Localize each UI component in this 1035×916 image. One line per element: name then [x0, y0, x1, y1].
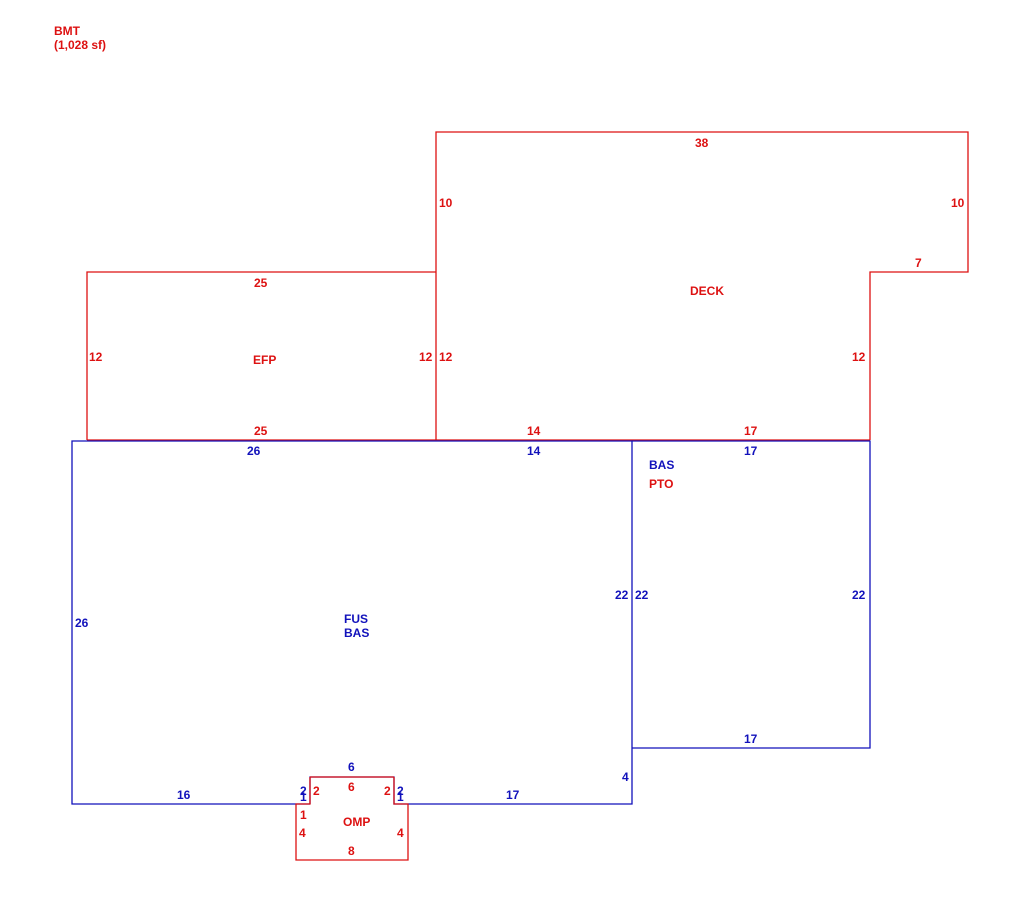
- dim-bas-bottom-left: 16: [177, 788, 191, 802]
- dim-omp-r2: 2: [384, 784, 391, 798]
- area-label-deck: DECK: [690, 284, 724, 298]
- dim-deck-step: 7: [915, 256, 922, 270]
- deck-outline: [435, 131, 969, 440]
- dim-bas-notch-top: 6: [348, 760, 355, 774]
- dim-deck-right: 10: [951, 196, 965, 210]
- area-label-omp: OMP: [343, 815, 370, 829]
- dim-deck-inner-right: 12: [852, 350, 866, 364]
- dim-omp-right: 4: [397, 826, 404, 840]
- dim-deck-inner-left: 12: [439, 350, 453, 364]
- sketch-code: BMT: [54, 24, 81, 38]
- omp-outline: [295, 777, 409, 861]
- area-label-fus: FUS: [344, 612, 368, 626]
- bas-small-outline: [632, 440, 871, 749]
- dim-efp-right: 12: [419, 350, 433, 364]
- dim-bas-right: 22: [852, 588, 866, 602]
- dim-omp-left: 4: [299, 826, 306, 840]
- dim-deck-bottom-a: 14: [527, 424, 541, 438]
- dim-bas-top-left: 26: [247, 444, 261, 458]
- area-label-pto: PTO: [649, 477, 673, 491]
- dim-efp-top: 25: [254, 276, 268, 290]
- dim-bas-small-bottom: 17: [744, 732, 758, 746]
- dim-efp-left: 12: [89, 350, 103, 364]
- dim-deck-left: 10: [439, 196, 453, 210]
- dim-bas-mid-left: 22: [615, 588, 629, 602]
- efp-outline: [86, 271, 436, 440]
- dim-bas-notch-l2: 1: [300, 790, 307, 804]
- dim-bas-notch-l1: 2: [300, 784, 307, 798]
- dim-bas-left: 26: [75, 616, 89, 630]
- dim-omp-bottom: 8: [348, 844, 355, 858]
- dim-bas-notch-r1: 2: [397, 784, 404, 798]
- dim-deck-top: 38: [695, 136, 709, 150]
- dim-bas-top-mid: 14: [527, 444, 541, 458]
- area-label-efp: EFP: [253, 353, 276, 367]
- dim-bas-top-right: 17: [744, 444, 758, 458]
- dim-bas-notch-r2: 1: [397, 790, 404, 804]
- dim-bas-notch-right: 4: [622, 770, 629, 784]
- sketch-area: (1,028 sf): [54, 38, 106, 52]
- dim-efp-bottom: 25: [254, 424, 268, 438]
- area-label-bas-small: BAS: [649, 458, 674, 472]
- dim-omp-l2: 2: [313, 784, 320, 798]
- dim-omp-l1: 1: [300, 808, 307, 822]
- dim-bas-bottom-right: 17: [506, 788, 520, 802]
- dim-deck-bottom-b: 17: [744, 424, 758, 438]
- dim-bas-mid-right: 22: [635, 588, 649, 602]
- dim-omp-top: 6: [348, 780, 355, 794]
- area-label-bas-main: BAS: [344, 626, 369, 640]
